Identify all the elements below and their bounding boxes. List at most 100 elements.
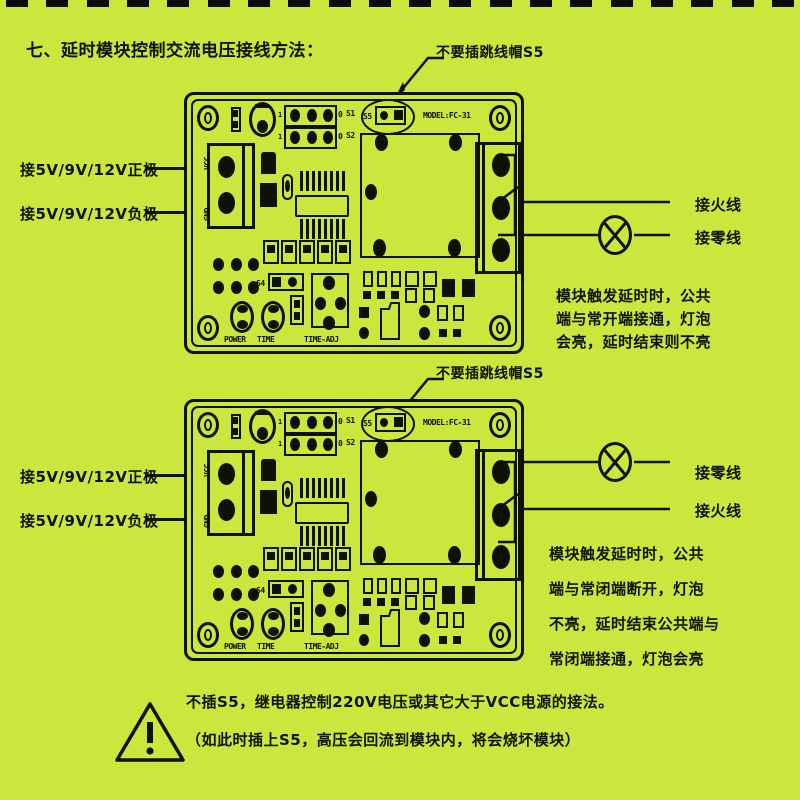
- pcb-label-model: MODEL:FC-31: [423, 111, 471, 120]
- pcb-smd: [453, 612, 464, 628]
- pcb-label-s5: S5: [363, 419, 372, 428]
- mounting-hole: [197, 622, 219, 648]
- pcb-pad: [307, 438, 317, 451]
- pcb-dip-cell: [317, 547, 333, 571]
- pcb-pad: [285, 245, 293, 253]
- relay-wiring-1: [497, 153, 670, 237]
- power-screw-terminal: [207, 450, 255, 536]
- pcb-pin-header-small: [231, 414, 241, 439]
- footer-line: 不插S5，继电器控制220V电压或其它大于VCC电源的接法。: [186, 693, 614, 711]
- pcb-label-s4: S4: [256, 279, 265, 288]
- perforation-dash: [207, 0, 230, 7]
- mounting-hole: [489, 315, 511, 341]
- pcb-component-oval: [282, 481, 293, 507]
- relay-wiring-2: [497, 460, 670, 544]
- pcb-pad: [335, 604, 346, 617]
- leader-line-vcc-2: [145, 474, 197, 477]
- pcb-pad: [285, 552, 293, 560]
- pcb-pad: [290, 416, 300, 429]
- right-label-neutral-2: 接零线: [695, 464, 742, 482]
- pcb-pad: [323, 416, 333, 429]
- leader-line-gnd-2: [145, 518, 197, 521]
- pcb-jumper-header-s5: [375, 106, 406, 125]
- perforation-dash: [328, 0, 351, 7]
- perforation-dash: [409, 0, 432, 7]
- pcb-pad: [307, 416, 317, 429]
- pcb-pad: [453, 329, 461, 337]
- pcb-header-s2: [284, 434, 337, 456]
- pcb-smd: [437, 305, 448, 321]
- perforation-dash: [570, 0, 593, 7]
- pcb-ic-pins-top: [300, 478, 345, 498]
- pcb-label-s2-zero: 0: [338, 132, 343, 141]
- pcb-label-time: TIME: [257, 642, 275, 651]
- pcb-pad: [448, 546, 461, 564]
- perforation-dash: [86, 0, 109, 7]
- pcb-pad: [248, 258, 259, 271]
- perforation-dash: [288, 0, 311, 7]
- led-time: [261, 301, 285, 333]
- pcb-pad: [233, 428, 238, 435]
- pcb-transistor: [249, 409, 276, 444]
- pcb-label-s1: S1: [346, 109, 355, 118]
- lamp-symbol-2: [598, 442, 632, 482]
- pcb-pad: [231, 281, 242, 294]
- led-power: [230, 301, 254, 333]
- pcb-pad: [231, 565, 242, 578]
- pcb-dip-cell: [299, 547, 315, 571]
- left-label-gnd-1: 接5V/9V/12V负极: [20, 205, 159, 223]
- pcb-pad: [339, 552, 347, 560]
- pcb-dip-cell: [263, 547, 279, 571]
- pcb-label-s1-zero: 0: [338, 110, 343, 119]
- perforation-dash: [771, 0, 794, 7]
- pcb-dip-cell: [335, 547, 351, 571]
- perforation-dash: [489, 0, 512, 7]
- relay-terminal-com: [492, 196, 510, 220]
- perforation-dash: [449, 0, 472, 7]
- pcb-pad: [449, 134, 462, 151]
- pcb-pad: [294, 312, 300, 320]
- pcb-capacitor: [261, 459, 276, 481]
- pcb-pad: [323, 109, 333, 122]
- pcb-pad: [315, 604, 326, 617]
- pcb-pad: [375, 134, 388, 151]
- pcb-pad: [439, 329, 447, 337]
- pcb-label-s2-zero: 0: [338, 439, 343, 448]
- pcb-label-time-adj: TIME-ADJ: [304, 642, 339, 651]
- pcb-pad: [439, 636, 447, 644]
- terminal-screw-gnd: [218, 192, 235, 214]
- pcb-pad: [363, 291, 371, 299]
- pcb-pad: [237, 612, 248, 620]
- pcb-pad: [290, 131, 300, 144]
- pcb-label-s1: S1: [346, 416, 355, 425]
- pcb-component-mark: [255, 104, 269, 108]
- pcb-pad: [231, 258, 242, 271]
- pcb-pad: [323, 131, 333, 144]
- pcb-pad: [237, 305, 248, 313]
- pcb-smd: [453, 305, 464, 321]
- pcb-pad: [213, 258, 224, 271]
- pcb-capacitor: [261, 152, 276, 174]
- pcb-pad: [321, 552, 329, 560]
- pcb-label-s1-zero: 0: [338, 417, 343, 426]
- pcb-pad: [288, 584, 297, 594]
- pcb-smd: [437, 612, 448, 628]
- terminal-divider: [482, 451, 485, 579]
- pcb-label-vcc: VCC: [203, 157, 212, 170]
- pcb-pad: [303, 245, 311, 253]
- pcb-pad: [303, 552, 311, 560]
- pcb-pad: [323, 316, 335, 330]
- pcb-smd: [423, 595, 435, 610]
- mounting-hole: [197, 315, 219, 341]
- pcb-transistor: [249, 102, 276, 137]
- pcb-label-s2: S2: [346, 131, 355, 140]
- pcb-label-s5: S5: [363, 112, 372, 121]
- pcb-label-vcc: VCC: [203, 464, 212, 477]
- pcb-pad: [375, 441, 388, 458]
- pcb-pad: [394, 417, 403, 427]
- perforation-dash: [247, 0, 270, 7]
- pcb-component-oval: [282, 174, 293, 200]
- pcb-pad: [237, 627, 248, 636]
- pcb-pad: [391, 598, 399, 606]
- terminal-screw-gnd: [218, 499, 235, 521]
